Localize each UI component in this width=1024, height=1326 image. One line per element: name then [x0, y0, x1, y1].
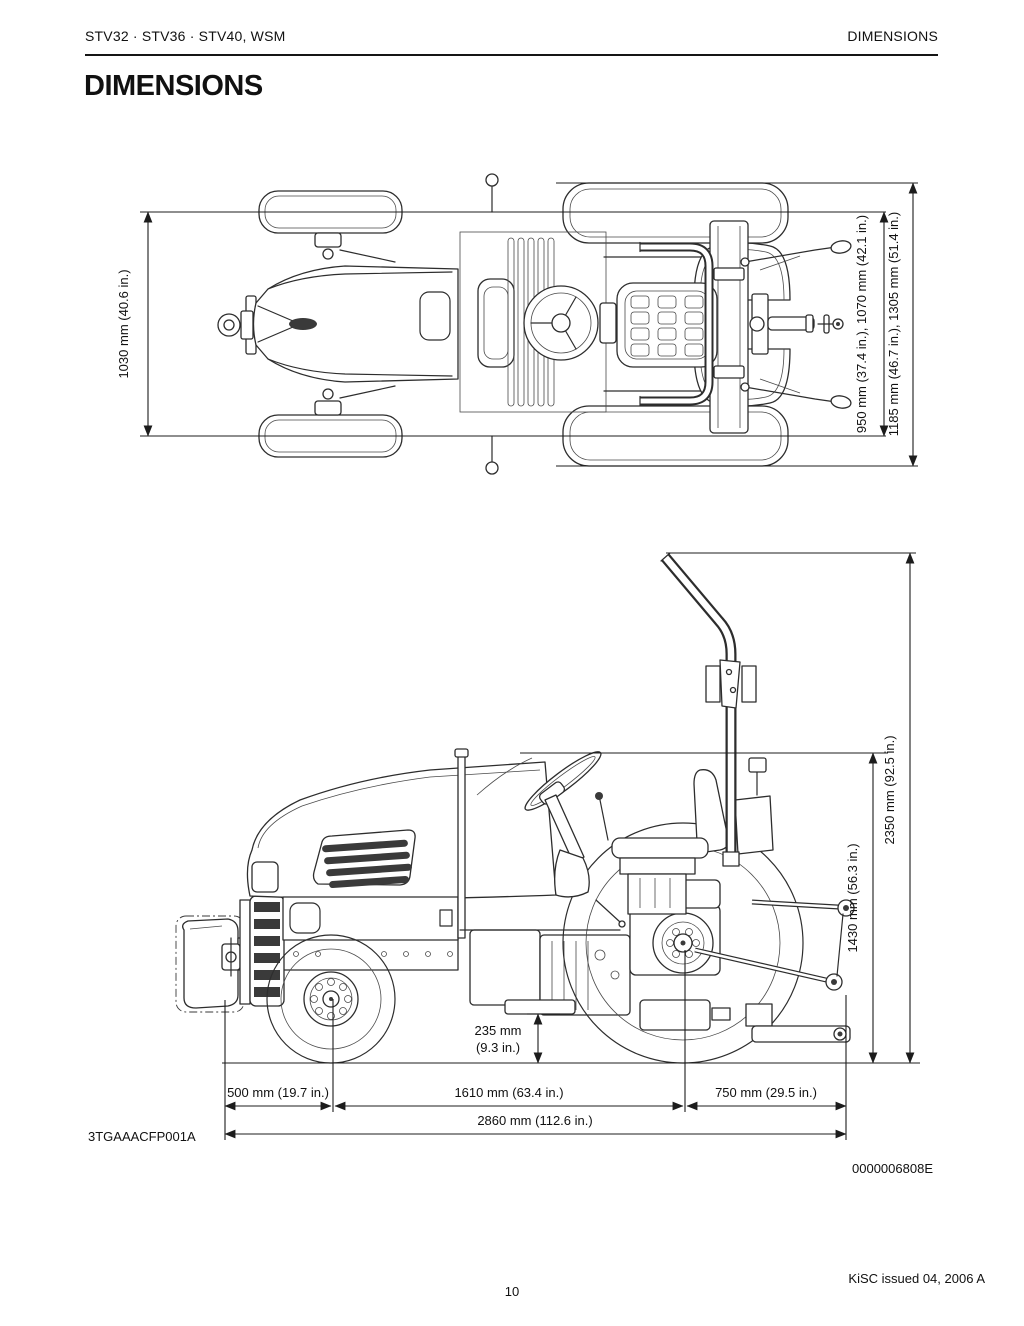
rear-hub	[652, 912, 714, 974]
footer-issue: KiSC issued 04, 2006 A	[848, 1271, 985, 1286]
dim-front-tread: 1030 mm (40.6 in.)	[116, 269, 131, 378]
top-view-dimensions: 1030 mm (40.6 in.) 950 mm (37.4 in.), 10…	[116, 182, 918, 467]
front-hitch	[217, 295, 257, 355]
rear-left-tire-top	[562, 182, 789, 244]
page-number: 10	[504, 1284, 520, 1299]
front-wheel-side	[266, 934, 396, 1064]
side-view-drawing	[175, 552, 855, 1064]
three-point-hitch-top-view	[740, 240, 852, 409]
header-model-line: STV32 · STV36 · STV40, WSM	[85, 28, 286, 44]
top-view-drawing	[217, 173, 852, 475]
dim-front-overhang: 500 mm (19.7 in.)	[227, 1085, 329, 1100]
drawing-code: 3TGAAACFP001A	[88, 1129, 196, 1144]
dim-rear-overhang: 750 mm (29.5 in.)	[715, 1085, 817, 1100]
dim-overall-width: 1185 mm (46.7 in.), 1305 mm (51.4 in.)	[886, 212, 901, 436]
hood-top-view	[252, 265, 459, 383]
doc-number: 0000006808E	[852, 1161, 933, 1176]
dim-ground-clearance-l2: (9.3 in.)	[476, 1040, 520, 1055]
hood-emblem	[289, 318, 317, 330]
header-rule	[85, 54, 938, 56]
header-section: DIMENSIONS	[847, 28, 938, 44]
operator-area-side	[459, 751, 626, 931]
rops-hoop-top-view	[639, 241, 714, 407]
page-title: DIMENSIONS	[84, 70, 263, 102]
three-point-hitch-side	[694, 899, 855, 1043]
dash-cowl	[477, 278, 515, 368]
rear-axle-housing	[709, 220, 749, 434]
seat-top-view	[616, 282, 718, 368]
dim-overall-length: 2860 mm (112.6 in.)	[477, 1113, 592, 1128]
rear-lamp	[748, 757, 767, 773]
dim-wheelbase: 1610 mm (63.4 in.)	[454, 1085, 563, 1100]
side-view-dimensions: 2350 mm (92.5 in.) 1430 mm (56.3 in.) 23…	[222, 552, 920, 1140]
dim-rear-tread: 950 mm (37.4 in.), 1070 mm (42.1 in.)	[854, 215, 869, 433]
seat-side	[611, 757, 774, 915]
front-axle-detail	[314, 173, 499, 475]
dim-overall-height: 2350 mm (92.5 in.)	[882, 735, 897, 844]
dim-steering-wheel-height: 1430 mm (56.3 in.)	[845, 843, 860, 952]
steering-wheel-top-view	[523, 285, 599, 361]
dim-ground-clearance-l1: 235 mm	[475, 1023, 522, 1038]
rops-side	[660, 552, 757, 867]
